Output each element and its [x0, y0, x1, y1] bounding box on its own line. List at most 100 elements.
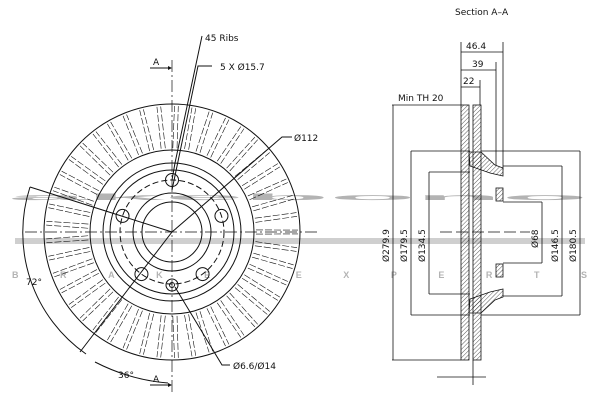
rib-line: [241, 278, 278, 301]
rib-line: [237, 152, 270, 180]
rib-line: [61, 273, 99, 294]
rib-line: [210, 119, 230, 158]
rib-line: [188, 108, 197, 150]
rib-line: [210, 306, 230, 345]
rib-line: [61, 170, 99, 191]
rib-line: [226, 136, 256, 169]
rib-line: [176, 315, 179, 358]
rib-line: [188, 314, 197, 356]
ribs-leader: [171, 35, 203, 181]
width-46-4: 46.4: [466, 42, 486, 52]
rib-line: [220, 128, 245, 164]
bolt-hole: [115, 208, 130, 223]
rib-line: [59, 269, 98, 290]
rib-line: [237, 284, 270, 312]
rib-line: [95, 299, 123, 333]
section-view: [392, 42, 581, 385]
rib-line: [92, 133, 119, 168]
width-39: 39: [472, 60, 484, 70]
rib-line: [247, 267, 287, 286]
rib-line: [54, 186, 94, 202]
rib-line: [122, 115, 139, 156]
cooling-ribs: [46, 106, 298, 358]
rib-line: [71, 282, 106, 308]
rib-line: [229, 292, 258, 325]
rib-line: [110, 305, 133, 343]
section-marker-top: A: [153, 58, 160, 68]
rib-line: [172, 315, 175, 358]
rib-line: [172, 106, 175, 149]
rib-line: [49, 203, 91, 213]
rib-line: [253, 252, 294, 266]
bolt-holes-label: 5 X Ø15.7: [220, 62, 265, 73]
rib-line: [184, 315, 193, 357]
rib-line: [79, 288, 111, 319]
rib-line: [184, 107, 193, 149]
rib-line: [234, 287, 268, 315]
angle-36-arc: [94, 361, 169, 384]
rib-line: [254, 212, 297, 219]
rib-line: [156, 106, 162, 149]
rib-line: [244, 274, 281, 298]
arrow-head-icon: [168, 383, 172, 387]
bolt-holes: [115, 173, 229, 282]
rib-line: [160, 315, 166, 358]
rib-line: [199, 112, 214, 153]
ribs-label: 45 Ribs: [205, 34, 239, 44]
dia-279-9: Ø279.9: [381, 229, 392, 262]
pcd-label: Ø112: [294, 133, 318, 144]
rib-line: [229, 139, 258, 172]
dia-180-5: Ø180.5: [568, 229, 579, 262]
rib-line: [252, 256, 293, 269]
angle-36-label: 36°: [118, 371, 134, 381]
rib-line: [52, 190, 93, 206]
rib-line: [199, 311, 214, 352]
rib-line: [48, 207, 90, 217]
rib-line: [249, 182, 288, 201]
rib-line: [143, 313, 155, 355]
rib-line: [95, 131, 123, 165]
watermark-brand: akebono: [8, 192, 596, 202]
section-marker-bottom: A: [153, 375, 160, 385]
rib-line: [52, 258, 93, 274]
rib-line: [234, 149, 268, 177]
rib-line: [46, 239, 89, 243]
rib-line: [244, 166, 281, 190]
dia-68: Ø68: [530, 229, 541, 248]
rib-line: [255, 241, 298, 248]
rib-line: [46, 224, 89, 229]
dia-146-5: Ø146.5: [550, 229, 561, 262]
rib-line: [107, 303, 129, 341]
rib-line: [92, 296, 119, 331]
rib-line: [59, 174, 98, 195]
bolt-hole: [195, 267, 210, 282]
rib-line: [176, 106, 179, 149]
rib-line: [68, 279, 104, 305]
rib-line: [79, 145, 111, 176]
rib-line: [206, 117, 226, 156]
rib-line: [143, 109, 155, 151]
rib-line: [160, 106, 166, 149]
rib-line: [252, 195, 293, 208]
rib-line: [71, 156, 106, 182]
rib-line: [156, 315, 162, 358]
dia-134-5: Ø134.5: [417, 229, 428, 262]
rib-line: [110, 121, 133, 159]
rib-line: [226, 295, 256, 328]
rib-line: [139, 110, 150, 152]
rib-line: [195, 111, 210, 152]
rib-line: [206, 308, 226, 347]
rib-line: [139, 312, 150, 354]
bolt-leader: [171, 65, 212, 191]
bolt-hole: [134, 267, 149, 282]
rib-line: [255, 216, 298, 223]
rib-line: [126, 114, 143, 154]
section-title: Section A–A: [455, 8, 509, 18]
rib-line: [54, 262, 94, 278]
width-22: 22: [463, 77, 474, 87]
watermark: akebono BRAKE EXPERTS: [8, 192, 596, 280]
angle-ref-line: [29, 186, 173, 233]
rib-line: [46, 221, 89, 225]
